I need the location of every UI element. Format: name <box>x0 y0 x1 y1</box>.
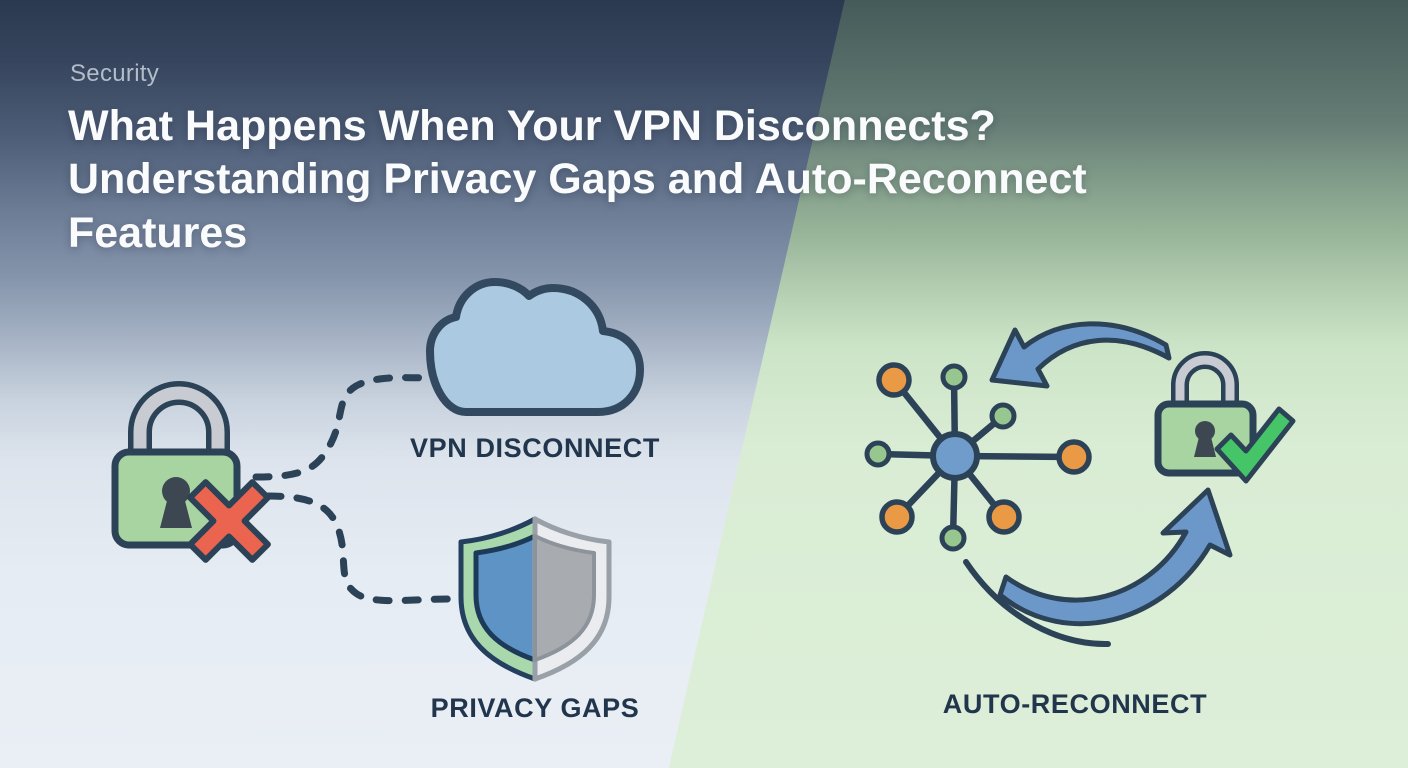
curved-arrow-left-icon <box>989 321 1172 389</box>
title-line-1: What Happens When Your VPN Disconnects? <box>68 102 996 150</box>
check-mark <box>1214 406 1296 484</box>
cloud-icon <box>426 278 644 416</box>
page-title: What Happens When Your VPN Disconnects? … <box>68 100 1388 260</box>
curved-arrow-right-icon <box>997 487 1233 627</box>
padlock-check-icon <box>1154 351 1296 484</box>
dashed-connector-to-shield <box>264 492 454 605</box>
dashed-connector-to-cloud <box>252 374 428 481</box>
label-vpn-disconnect: VPN DISCONNECT <box>410 433 660 463</box>
network-hub-icon <box>864 362 1092 552</box>
label-auto-reconnect: AUTO-RECONNECT <box>942 689 1208 719</box>
split-shield-icon <box>458 516 612 682</box>
title-line-3: Features <box>68 208 248 257</box>
category-eyebrow: Security <box>70 60 160 87</box>
title-line-2: Understanding Privacy Gaps and Auto-Reco… <box>68 155 1087 204</box>
label-privacy-gaps: PRIVACY GAPS <box>430 693 640 723</box>
padlock-x-icon <box>111 381 271 563</box>
x-error-mark <box>187 479 271 563</box>
hub-node <box>930 431 980 481</box>
motion-arc-icon <box>963 559 1111 648</box>
